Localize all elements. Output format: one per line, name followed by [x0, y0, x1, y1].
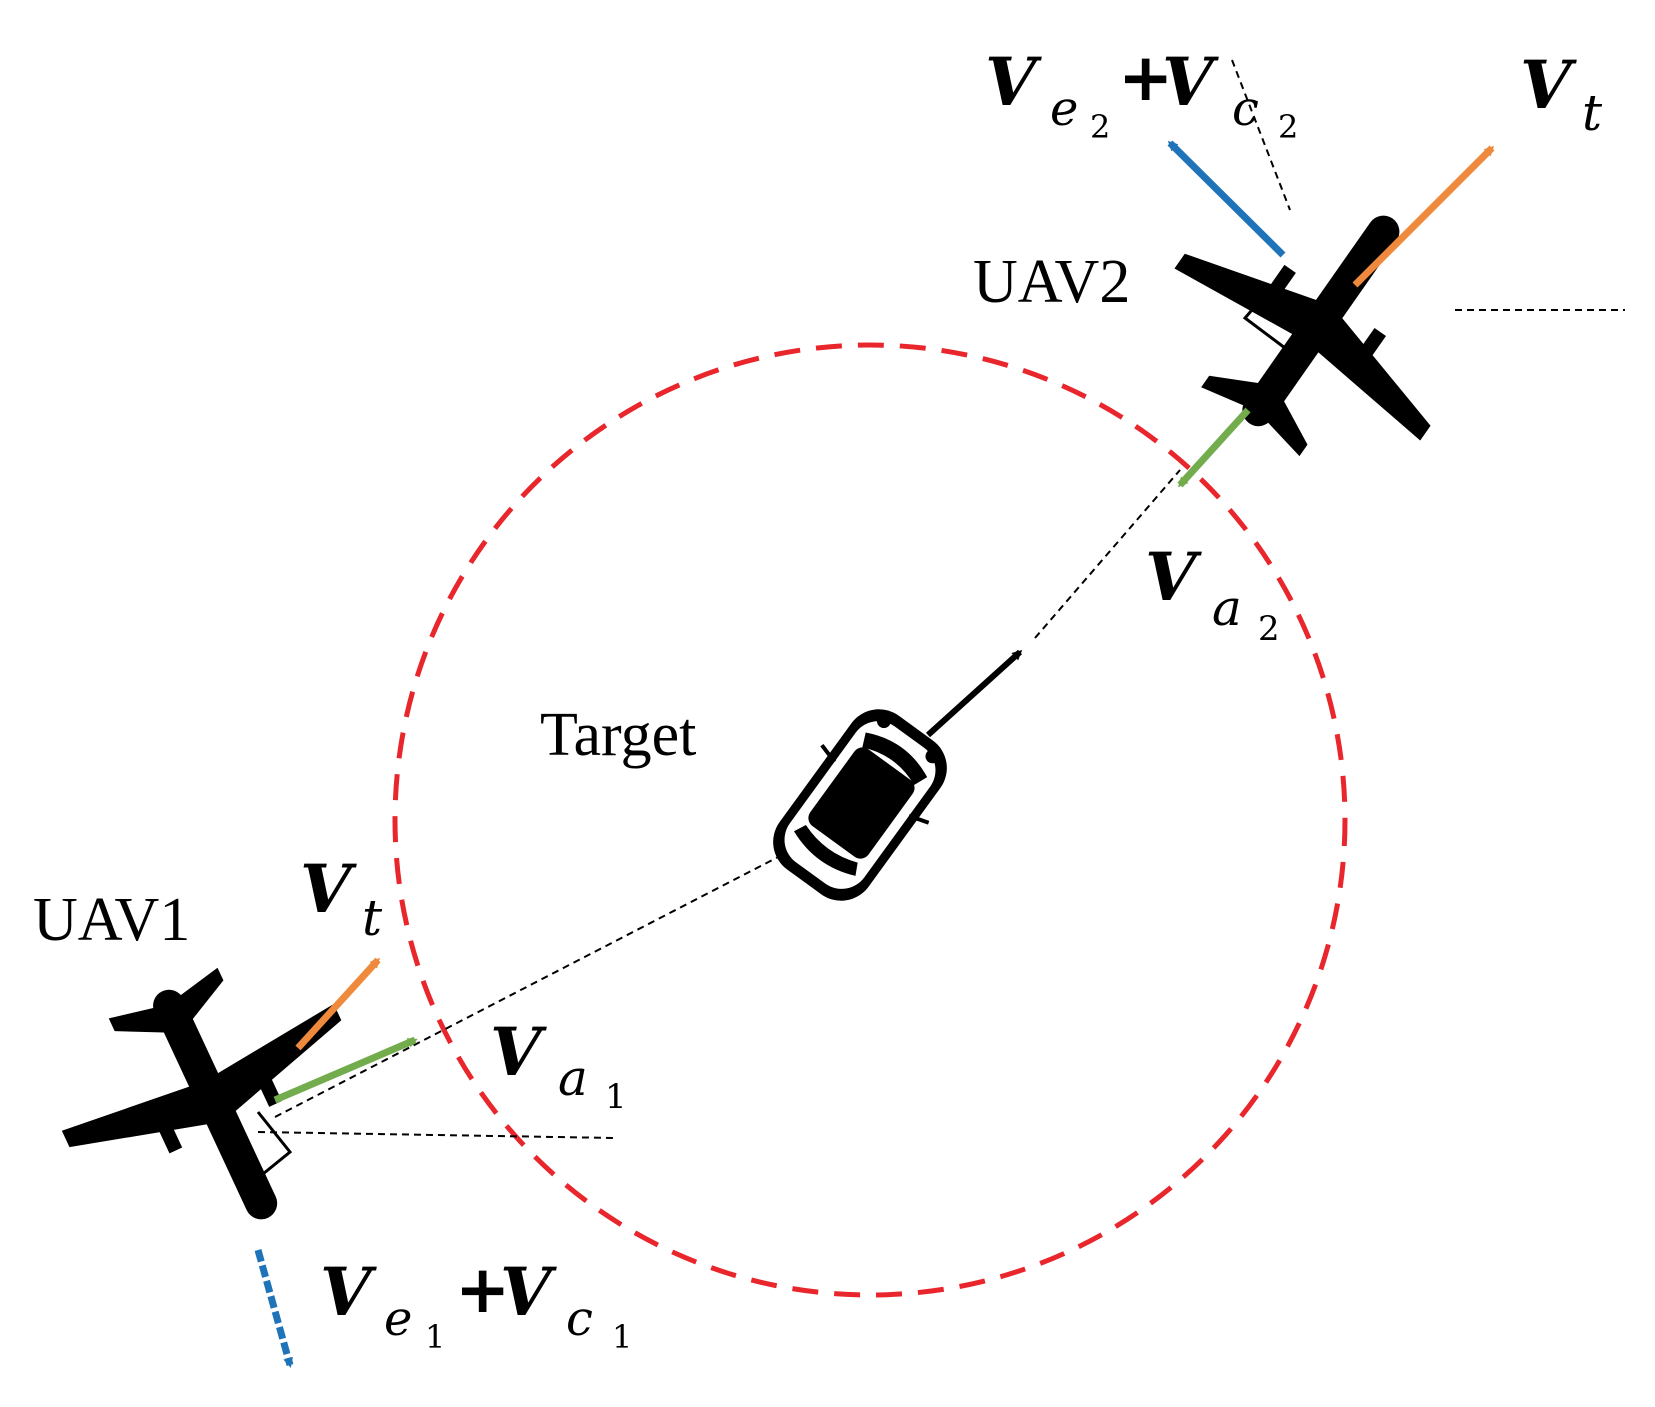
uav1-airplane-icon [26, 927, 404, 1282]
svg-text:V: V [500, 1253, 557, 1331]
uav1-vt-label: V t [300, 850, 383, 947]
uav1-ve-vc-arrow [254, 1249, 294, 1368]
svg-text:V: V [300, 850, 357, 928]
svg-text:V: V [1145, 538, 1202, 616]
uav1-vt-arrow [295, 957, 381, 1051]
target-label: Target [540, 701, 696, 769]
uav2-right-angle [1242, 271, 1287, 350]
uav2-vt-arrow [1352, 145, 1495, 288]
ve1-vc1-label: V e 1 + V c 1 [320, 1251, 632, 1356]
svg-text:c: c [566, 1291, 593, 1347]
svg-text:V: V [320, 1253, 377, 1331]
svg-text:a: a [558, 1049, 588, 1107]
svg-text:1: 1 [612, 1318, 632, 1356]
svg-text:1: 1 [605, 1077, 627, 1117]
va1-label: V a 1 [490, 1013, 627, 1117]
uav2-label: UAV2 [973, 248, 1130, 316]
target-velocity-arrow [925, 649, 1023, 738]
svg-text:e: e [384, 1291, 412, 1347]
va2-label: V a 2 [1145, 538, 1280, 649]
svg-text:1: 1 [425, 1318, 445, 1356]
svg-text:2: 2 [1278, 108, 1298, 146]
car-icon [773, 709, 947, 901]
uav1-horizontal-line [257, 1131, 616, 1139]
ve2-vc2-label: V e 2 + V c 2 [985, 39, 1298, 146]
uav2-va-arrow [1177, 407, 1251, 488]
uav1-right-angle [256, 1111, 293, 1180]
svg-text:V: V [1520, 46, 1577, 124]
svg-text:+: + [455, 1251, 510, 1328]
uav2-ve-vc-arrow [1167, 140, 1286, 258]
uav2-vt-label: V t [1520, 46, 1603, 142]
svg-text:a: a [1212, 579, 1242, 637]
svg-text:t: t [362, 889, 383, 947]
svg-text:+: + [1118, 39, 1173, 116]
uav1-label: UAV1 [33, 886, 190, 954]
svg-text:V: V [985, 43, 1042, 121]
svg-text:e: e [1050, 81, 1078, 137]
uav2-heading-line [1231, 59, 1291, 211]
svg-text:2: 2 [1258, 609, 1280, 649]
svg-text:c: c [1232, 81, 1259, 137]
svg-text:t: t [1582, 84, 1603, 142]
svg-text:2: 2 [1090, 108, 1110, 146]
svg-text:V: V [490, 1013, 547, 1091]
uav1-va-arrow [273, 1036, 418, 1104]
svg-text:V: V [1162, 43, 1219, 121]
uav2-airplane-icon [1126, 132, 1516, 510]
tracking-circle [392, 342, 1348, 1298]
uav2-target-line [1034, 469, 1181, 639]
